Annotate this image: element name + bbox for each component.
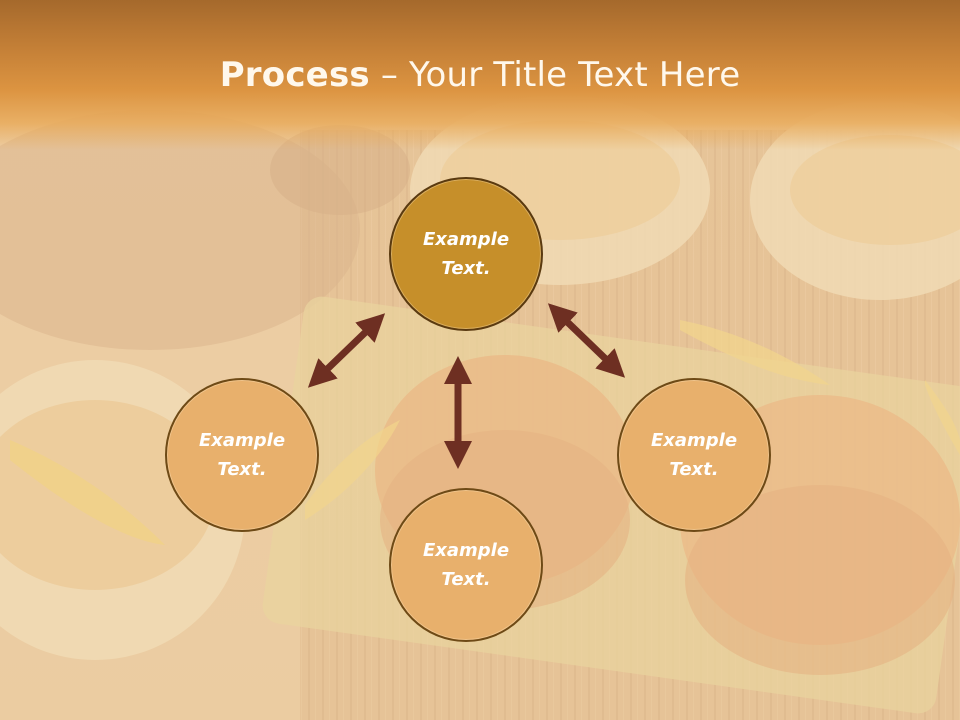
arrow-top-right: [547, 303, 626, 378]
slide-title-bold: Process: [219, 55, 370, 95]
node-top-label: Example Text.: [422, 229, 510, 279]
node-right-label: Example Text.: [650, 430, 738, 480]
node-left-label: Example Text.: [198, 430, 286, 480]
node-top: Example Text.: [389, 177, 543, 331]
slide-title: Process – Your Title Text Here: [0, 52, 960, 98]
node-right: Example Text.: [617, 378, 771, 532]
node-left: Example Text.: [165, 378, 319, 532]
arrow-top-left: [307, 313, 386, 388]
node-bottom-label: Example Text.: [422, 540, 510, 590]
title-band: [0, 0, 960, 150]
slide-title-rest: – Your Title Text Here: [369, 55, 741, 95]
node-bottom: Example Text.: [389, 488, 543, 642]
